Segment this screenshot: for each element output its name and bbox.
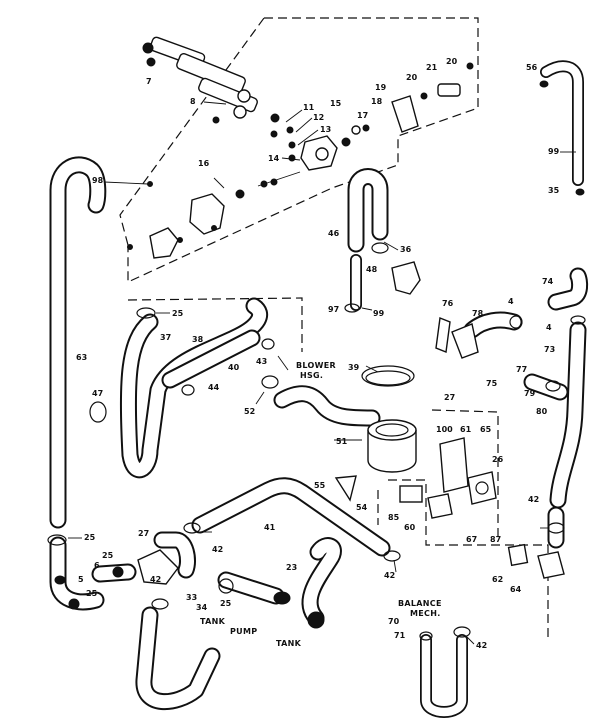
callout-77: 77 <box>516 365 527 374</box>
callout-56: 56 <box>526 63 538 72</box>
callout-12: 12 <box>313 113 324 122</box>
callout-25-c: 25 <box>86 589 98 598</box>
callout-55: 55 <box>314 481 326 490</box>
callout-36: 36 <box>400 245 412 254</box>
hoses <box>49 60 589 718</box>
callout-25: 25 <box>172 309 184 318</box>
label-tank: TANK <box>276 639 302 648</box>
callout-44: 44 <box>208 383 220 392</box>
callout-14: 14 <box>268 154 280 163</box>
components <box>47 80 586 641</box>
callout-42-b: 42 <box>212 545 223 554</box>
callout-99: 99 <box>373 309 385 318</box>
callout-100: 100 <box>436 425 453 434</box>
callout-78: 78 <box>472 309 484 318</box>
callout-70: 70 <box>388 617 400 626</box>
valve-shaft-assembly <box>127 36 474 259</box>
callout-37: 37 <box>160 333 171 342</box>
callout-18: 18 <box>371 97 383 106</box>
callout-34: 34 <box>196 603 208 612</box>
callout-75: 75 <box>486 379 498 388</box>
label-tank-pump-1: TANK <box>200 617 226 626</box>
callout-61: 61 <box>460 425 472 434</box>
callout-73: 73 <box>544 345 555 354</box>
callout-80: 80 <box>536 407 548 416</box>
callout-76: 76 <box>442 299 454 308</box>
callout-40: 40 <box>228 363 240 372</box>
callout-19: 19 <box>375 83 387 92</box>
label-blower-1: BLOWER <box>296 361 336 370</box>
label-balance-1: BALANCE <box>398 599 442 608</box>
label-balance-2: MECH. <box>410 609 441 618</box>
word-labels: BLOWER HSG. TANK PUMP TANK BALANCE MECH. <box>200 361 442 648</box>
callout-74: 74 <box>542 277 554 286</box>
callout-5: 5 <box>78 575 84 584</box>
callout-42-e: 42 <box>476 641 487 650</box>
callout-65: 65 <box>480 425 492 434</box>
callout-43: 43 <box>256 357 267 366</box>
callout-52: 52 <box>244 407 255 416</box>
callout-97: 97 <box>328 305 339 314</box>
callout-98: 98 <box>92 176 104 185</box>
callout-41: 41 <box>264 523 276 532</box>
callout-39: 39 <box>348 363 360 372</box>
callout-64: 64 <box>510 585 522 594</box>
callout-25-b: 25 <box>84 533 96 542</box>
callout-27-b: 27 <box>138 529 149 538</box>
callout-7: 7 <box>146 77 152 86</box>
callout-23: 23 <box>286 563 297 572</box>
label-tank-pump-2: PUMP <box>230 627 257 636</box>
callout-46: 46 <box>328 229 340 238</box>
callout-21: 21 <box>426 63 438 72</box>
callout-8: 8 <box>190 97 196 106</box>
callout-54: 54 <box>356 503 368 512</box>
callout-63: 63 <box>76 353 87 362</box>
callout-71: 71 <box>394 631 406 640</box>
callout-6: 6 <box>94 561 100 570</box>
callout-42-d: 42 <box>384 571 395 580</box>
callout-42: 42 <box>528 495 539 504</box>
callout-67: 67 <box>466 535 477 544</box>
callout-33: 33 <box>186 593 197 602</box>
callout-20: 20 <box>406 73 418 82</box>
callout-35: 35 <box>548 186 560 195</box>
callout-87: 87 <box>490 535 501 544</box>
callout-4-b: 4 <box>546 323 552 332</box>
callout-51: 51 <box>336 437 348 446</box>
callout-25-e: 25 <box>220 599 232 608</box>
callout-13: 13 <box>320 125 331 134</box>
leader-lines <box>68 101 576 645</box>
callout-4: 4 <box>508 297 514 306</box>
callout-62: 62 <box>492 575 503 584</box>
callout-60: 60 <box>404 523 416 532</box>
callout-numbers: 7 8 11 12 13 14 15 16 17 18 19 20 21 20 … <box>76 57 560 650</box>
callout-38: 38 <box>192 335 204 344</box>
callout-42-c: 42 <box>150 575 161 584</box>
callout-26: 26 <box>492 455 504 464</box>
callout-17: 17 <box>357 111 368 120</box>
label-blower-2: HSG. <box>300 371 323 380</box>
callout-11: 11 <box>303 103 315 112</box>
callout-99-b: 99 <box>548 147 560 156</box>
callout-48: 48 <box>366 265 378 274</box>
callout-25-d: 25 <box>102 551 114 560</box>
callout-79: 79 <box>524 389 536 398</box>
callout-16: 16 <box>198 159 210 168</box>
callout-27: 27 <box>444 393 455 402</box>
callout-47: 47 <box>92 389 103 398</box>
callout-15: 15 <box>330 99 342 108</box>
callout-20-b: 20 <box>446 57 458 66</box>
callout-85: 85 <box>388 513 400 522</box>
